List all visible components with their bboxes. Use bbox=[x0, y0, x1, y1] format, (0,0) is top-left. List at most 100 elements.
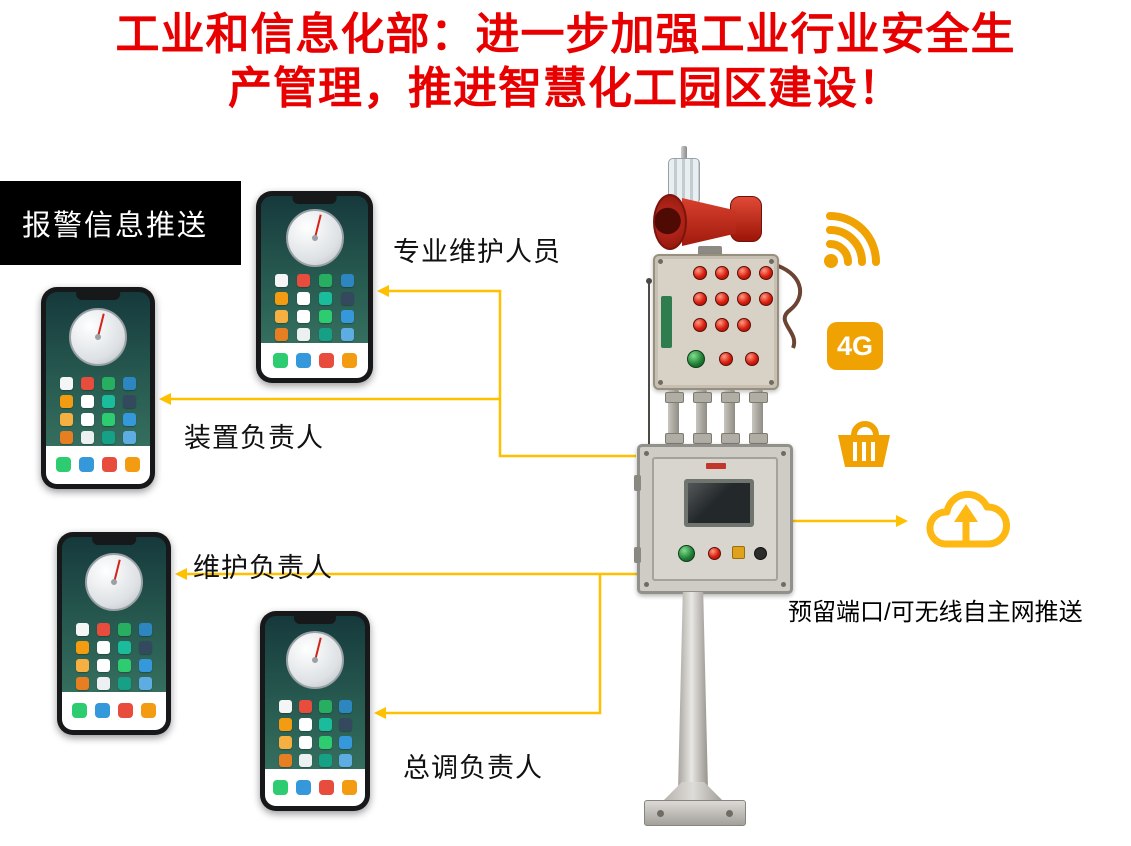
app-icon bbox=[139, 622, 152, 636]
alert-push-label: 报警信息推送 bbox=[22, 210, 209, 242]
app-icon bbox=[278, 753, 292, 767]
app-icon bbox=[338, 699, 352, 713]
app-icon bbox=[81, 412, 94, 426]
app-icon bbox=[318, 274, 332, 288]
phone-screen bbox=[62, 537, 166, 730]
app-icon bbox=[340, 328, 354, 342]
app-icon bbox=[298, 753, 312, 767]
indicator-light bbox=[759, 266, 773, 280]
app-icon bbox=[318, 328, 332, 342]
dock-app-icon bbox=[295, 353, 311, 369]
smartphone-professional bbox=[256, 191, 373, 383]
alarm-indicator-box bbox=[653, 254, 779, 390]
app-icon bbox=[297, 274, 311, 288]
green-button bbox=[687, 350, 705, 368]
app-icon bbox=[275, 310, 289, 324]
red-button bbox=[745, 352, 759, 366]
app-icon bbox=[123, 394, 136, 408]
phone-app-grid bbox=[265, 695, 365, 769]
mounting-pole bbox=[678, 592, 708, 790]
app-icon bbox=[76, 640, 89, 654]
smartphone-dispatch-manager bbox=[260, 611, 370, 811]
clock-area bbox=[265, 616, 365, 695]
clock-widget bbox=[85, 553, 143, 612]
app-icon bbox=[340, 310, 354, 324]
indicator-light bbox=[715, 292, 729, 306]
black-knob bbox=[754, 547, 767, 560]
dock-app-icon bbox=[56, 457, 71, 473]
4g-badge: 4G bbox=[827, 322, 883, 370]
app-icon bbox=[318, 717, 332, 731]
dock-app-icon bbox=[273, 779, 288, 795]
basket-icon bbox=[832, 415, 896, 478]
app-icon bbox=[118, 622, 131, 636]
green-button bbox=[678, 545, 695, 562]
ex-rating-plate bbox=[661, 296, 672, 348]
clock-area bbox=[261, 196, 368, 269]
app-icon bbox=[76, 622, 89, 636]
screw bbox=[644, 451, 649, 456]
clock-hub bbox=[311, 234, 318, 241]
app-icon bbox=[275, 274, 289, 288]
dock-app-icon bbox=[125, 457, 140, 473]
app-icon bbox=[76, 658, 89, 672]
app-icon bbox=[139, 640, 152, 654]
app-icon bbox=[118, 640, 131, 654]
alarm-pole-device bbox=[630, 140, 890, 840]
phone-dock bbox=[46, 445, 150, 484]
app-icon bbox=[60, 412, 73, 426]
phone-notch bbox=[294, 616, 336, 624]
screw bbox=[658, 380, 663, 385]
app-icon bbox=[139, 676, 152, 690]
dock-app-icon bbox=[296, 779, 311, 795]
app-icon bbox=[340, 292, 354, 306]
clock-hub bbox=[312, 657, 318, 664]
indicator-light bbox=[715, 318, 729, 332]
role-label-maintenance-manager: 维护负责人 bbox=[193, 553, 333, 583]
indicator-light bbox=[737, 318, 751, 332]
phone-screen bbox=[261, 196, 368, 378]
app-icon bbox=[81, 376, 94, 390]
clock-hub bbox=[95, 333, 101, 340]
dock-app-icon bbox=[79, 457, 94, 473]
indicator-light bbox=[693, 318, 707, 332]
horn-speaker-bell bbox=[653, 194, 687, 250]
clock-widget bbox=[285, 208, 344, 267]
phone-dock bbox=[261, 343, 368, 378]
app-icon bbox=[318, 699, 332, 713]
dock-app-icon bbox=[141, 703, 156, 719]
app-icon bbox=[318, 753, 332, 767]
control-cabinet bbox=[634, 444, 793, 594]
clock-area bbox=[62, 537, 166, 618]
app-icon bbox=[118, 676, 131, 690]
antenna bbox=[646, 278, 652, 480]
app-icon bbox=[139, 658, 152, 672]
4g-label: 4G bbox=[836, 330, 874, 361]
hinge bbox=[634, 475, 641, 491]
app-icon bbox=[338, 717, 352, 731]
title-line-2: 产管理，推进智慧化工园区建设！ bbox=[228, 64, 903, 113]
screw bbox=[658, 259, 663, 264]
app-icon bbox=[97, 676, 110, 690]
indicator-light bbox=[737, 292, 751, 306]
app-icon bbox=[278, 735, 292, 749]
app-icon bbox=[81, 394, 94, 408]
app-icon bbox=[60, 430, 73, 444]
phone-app-grid bbox=[62, 618, 166, 692]
screw bbox=[769, 380, 774, 385]
ports-caption: 预留端口/可无线自主网推送 bbox=[788, 599, 1083, 626]
pole-flange bbox=[662, 782, 724, 802]
app-icon bbox=[297, 292, 311, 306]
wifi-signal-icon bbox=[820, 208, 884, 277]
conduit-pipe bbox=[693, 390, 712, 446]
conduit-pipes bbox=[664, 390, 770, 446]
smartphone-maintenance-manager bbox=[57, 532, 171, 735]
bolt bbox=[726, 810, 733, 817]
app-icon bbox=[298, 699, 312, 713]
app-icon bbox=[338, 753, 352, 767]
exd-marking bbox=[706, 463, 726, 469]
indicator-light bbox=[693, 266, 707, 280]
screw bbox=[769, 259, 774, 264]
bolt bbox=[657, 810, 664, 817]
app-icon bbox=[97, 640, 110, 654]
